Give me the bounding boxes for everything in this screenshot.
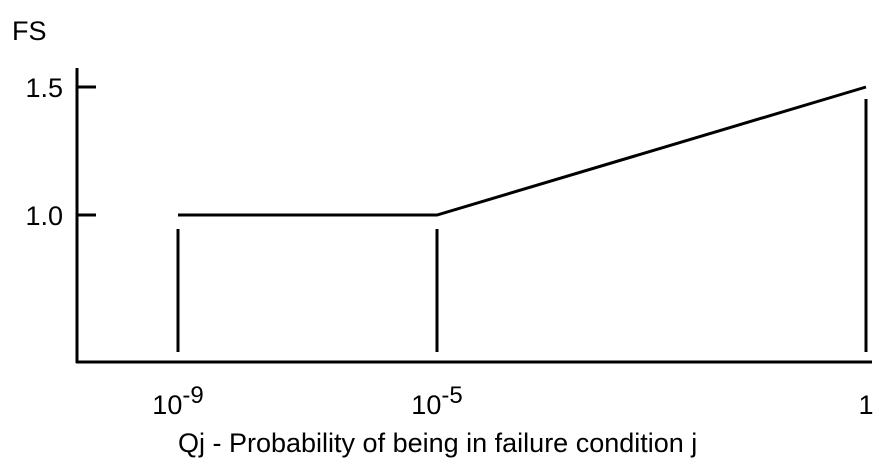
drop-lines (176, 99, 868, 352)
fs-series-line (178, 85, 867, 217)
y-tick-label-1-5: 1.5 (25, 73, 63, 103)
x-tick-label-2: 1 (858, 390, 873, 420)
y-tick-label-1-0: 1.0 (25, 201, 63, 231)
y-axis-label: FS (12, 16, 47, 46)
x-tick-labels: 10-9 10-5 1 (152, 382, 873, 420)
x-axis-label: Qj - Probability of being in failure con… (178, 428, 697, 458)
x-tick-label-0: 10-9 (152, 382, 203, 420)
x-tick-label-1: 10-5 (411, 382, 462, 420)
